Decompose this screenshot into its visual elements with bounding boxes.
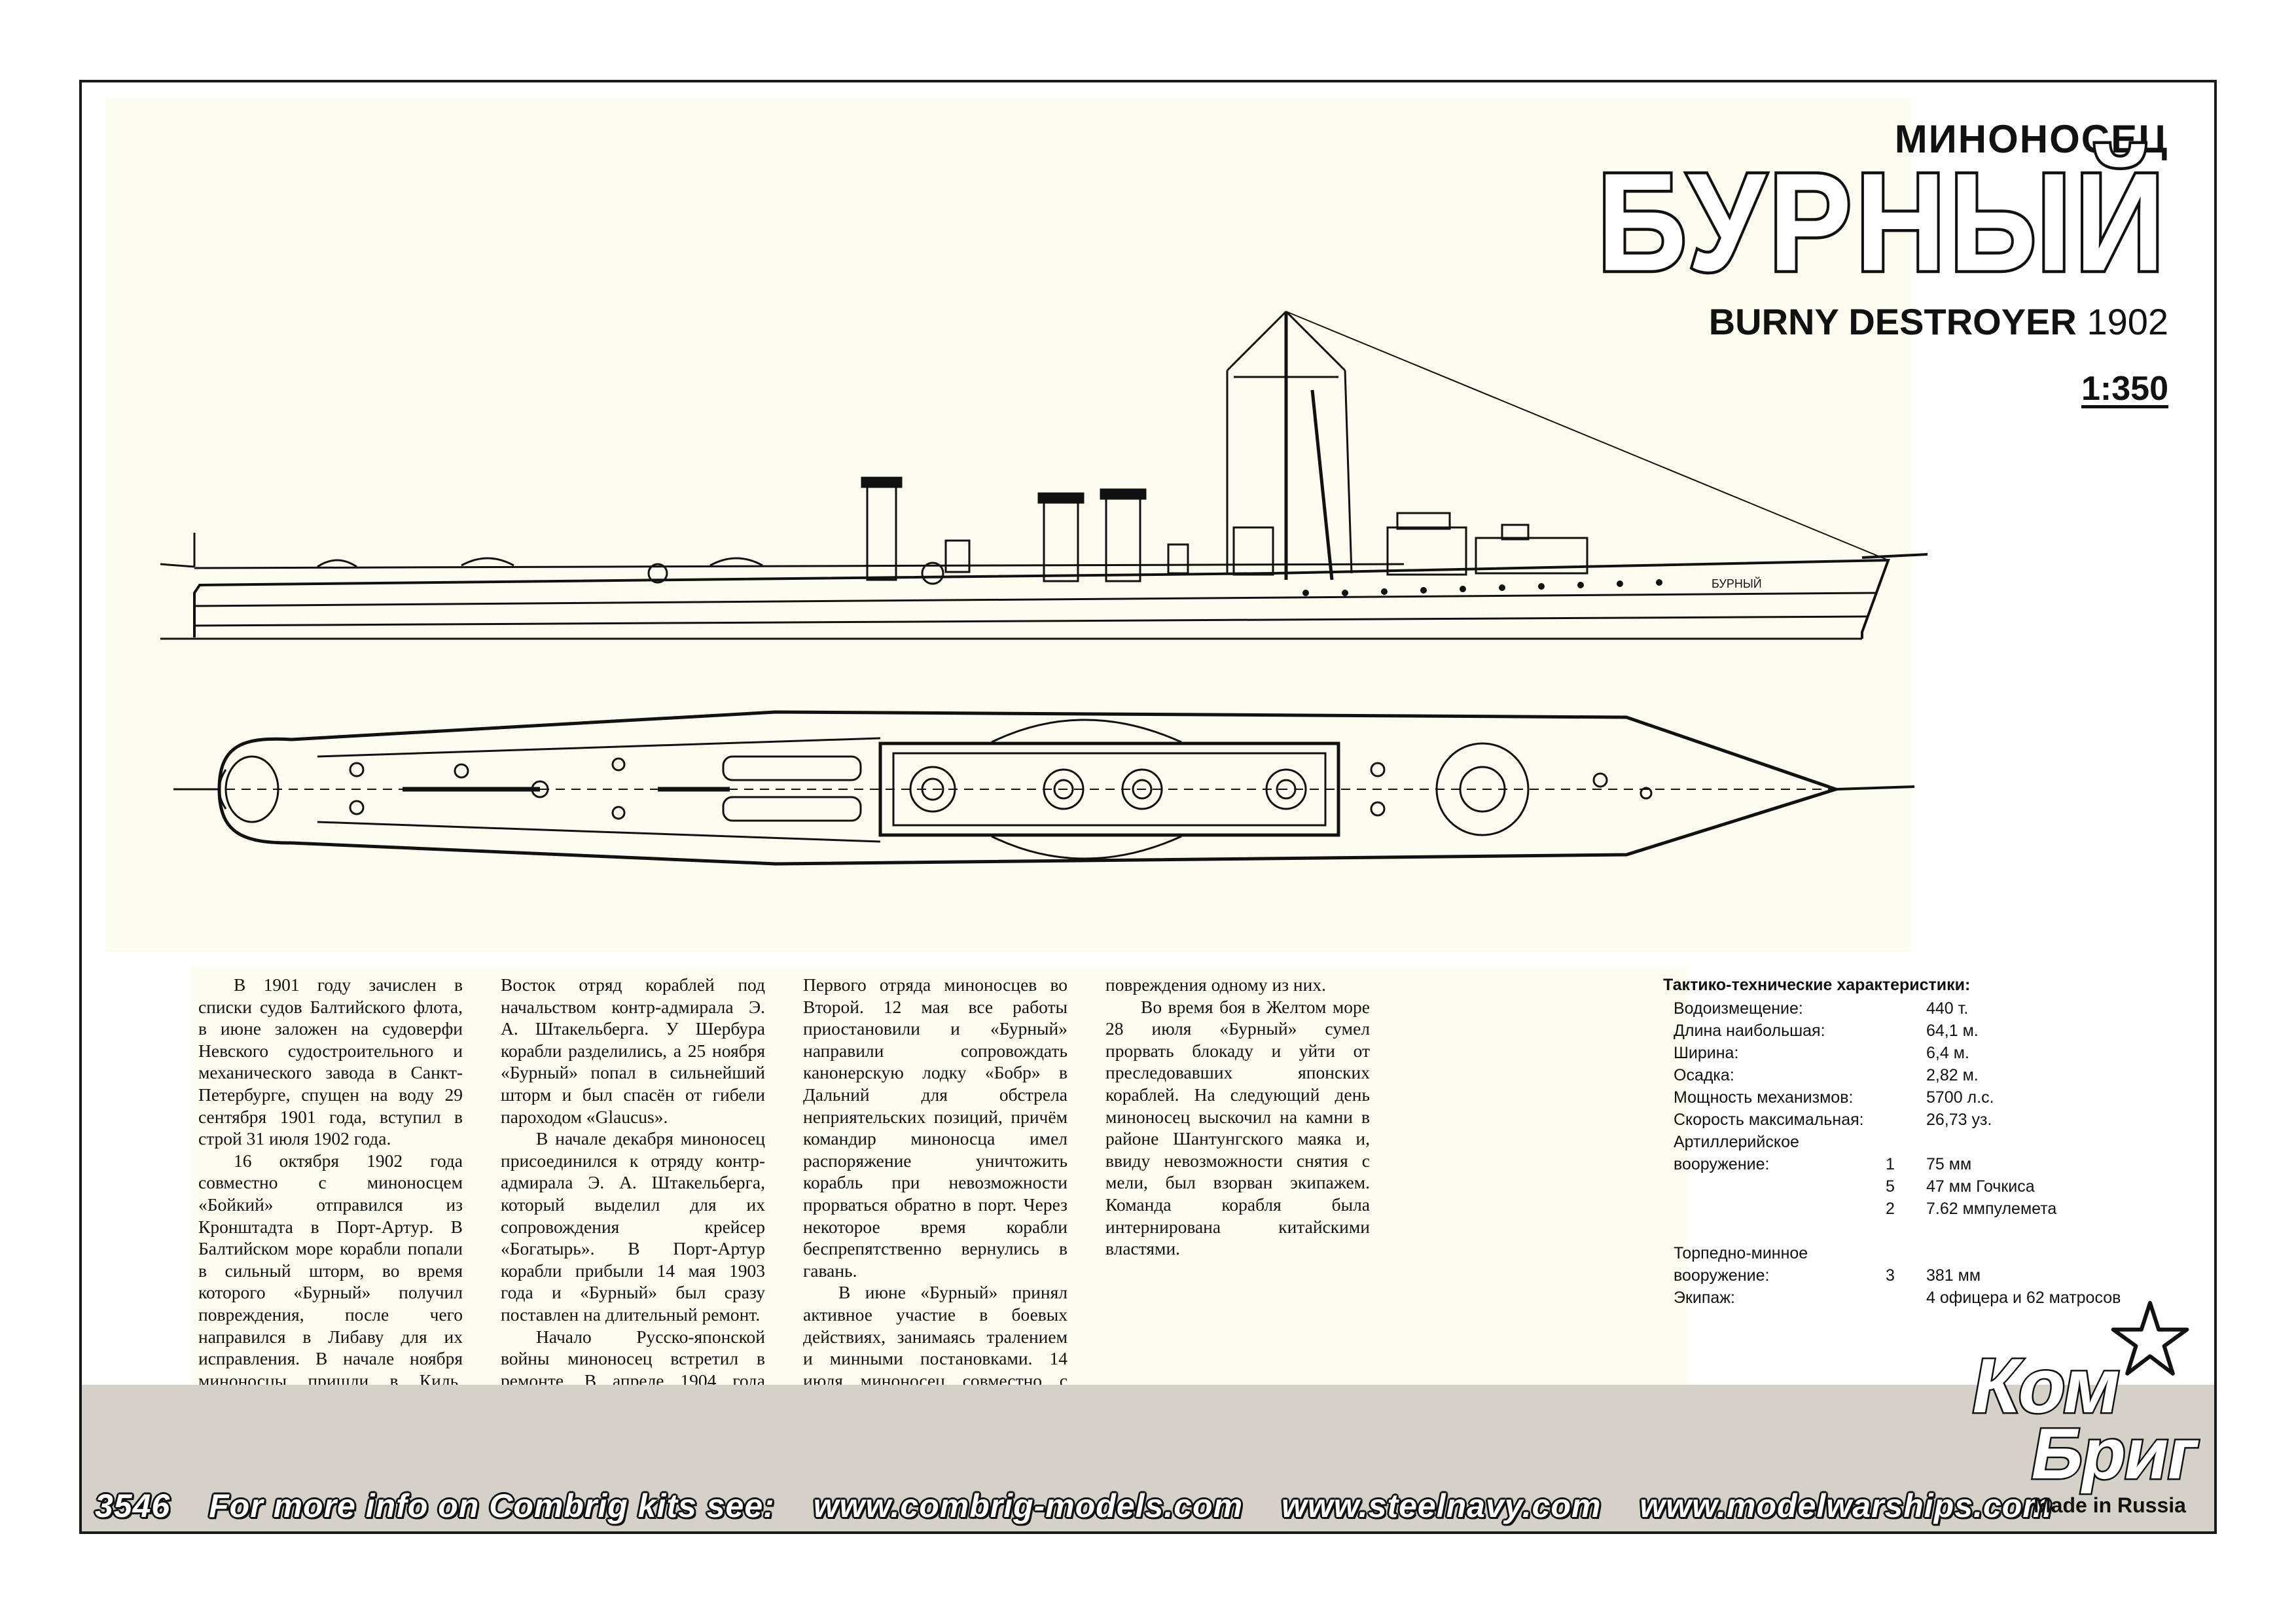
spec-label: Мощность механизмов: xyxy=(1674,1088,1854,1107)
spec-label: Скорость максимальная: xyxy=(1674,1111,1864,1129)
spec-num xyxy=(1886,1109,1926,1131)
star-icon xyxy=(2111,1300,2189,1376)
ship-subtitle: BURNY DESTROYER 1902 xyxy=(1671,300,2168,343)
paragraph: Первого отряда миноносцев во Второй. 12 … xyxy=(803,974,1067,1281)
spec-label xyxy=(1663,1220,1886,1242)
spec-val: 75 мм xyxy=(1926,1155,1972,1173)
spec-label: Артиллерийское xyxy=(1674,1133,1799,1151)
spec-row xyxy=(1663,1220,2214,1242)
ship-type: МИНОНОСЕЦ xyxy=(1894,117,2168,161)
text-column-2: Восток отряд кораблей под начальством ко… xyxy=(501,974,765,1419)
sheet-frame: МИНОНОСЕЦ БУРНЫЙ BURNY DESTROYER 1902 1:… xyxy=(79,80,2217,1534)
spec-row: Осадка: 2,82 м. xyxy=(1663,1064,2214,1086)
plan-view-drawing xyxy=(173,710,1915,866)
footer-info: For more info on Combrig kits see: xyxy=(209,1488,775,1524)
spec-val: 440 т. xyxy=(1926,999,1969,1018)
spec-val: 5700 л.с. xyxy=(1926,1088,1994,1107)
spec-row: Скорость максимальная: 26,73 уз. xyxy=(1663,1109,2214,1131)
spec-num xyxy=(1886,1042,1926,1064)
spec-val: 64,1 м. xyxy=(1926,1022,1979,1040)
text-column-1: В 1901 году зачислен в списки судов Балт… xyxy=(198,974,463,1435)
title-block: МИНОНОСЕЦ БУРНЫЙ BURNY DESTROYER 1902 1:… xyxy=(1594,109,2168,408)
spec-num xyxy=(1886,1064,1926,1086)
spec-num: 5 xyxy=(1886,1177,1895,1196)
side-profile-drawing: БУРНЫЙ xyxy=(160,310,1928,640)
spec-val xyxy=(1926,1220,2214,1242)
spec-label: Торпедно-минное xyxy=(1674,1244,1808,1262)
subtitle-year: 1902 xyxy=(2087,301,2168,342)
spec-val: 26,73 уз. xyxy=(1926,1111,1992,1129)
paragraph: повреждения одному из них. xyxy=(1105,974,1326,995)
paragraph: В начале декабря миноносец присоединился… xyxy=(501,1128,765,1325)
logo-line-2: Бриг xyxy=(2024,1412,2206,1496)
spec-label: вооружение: xyxy=(1674,1266,1770,1285)
scale-label: 1:350 xyxy=(2081,370,2168,408)
spec-val: 7.62 ммпулемета xyxy=(1926,1200,2057,1218)
spec-val: 47 мм Гочкиса xyxy=(1926,1177,2035,1196)
paragraph: Во время боя в Желтом море 28 июля «Бурн… xyxy=(1105,996,1370,1259)
footer-text: 3546 For more info on Combrig kits see: … xyxy=(95,1487,2081,1525)
spec-num xyxy=(1886,1131,1926,1153)
specs-title: Тактико-технические характеристики: xyxy=(1663,976,1971,994)
spec-row: Экипаж: 4 офицера и 62 матросов xyxy=(1663,1287,2214,1309)
paragraph: В 1901 году зачислен в списки судов Балт… xyxy=(198,974,463,1149)
spec-row: Торпедно-минное xyxy=(1663,1242,2214,1264)
text-column-4: повреждения одному из них. Во время боя … xyxy=(1105,974,1370,1419)
text-column-3: Первого отряда миноносцев во Второй. 12 … xyxy=(803,974,1067,1456)
made-in-label: Made in Russia xyxy=(2034,1493,2186,1517)
subtitle-text: BURNY DESTROYER xyxy=(1708,301,2077,342)
spec-num xyxy=(1886,1020,1926,1042)
spec-row: вооружение: 3 381 мм xyxy=(1663,1264,2214,1287)
spec-label: Ширина: xyxy=(1674,1044,1739,1062)
spec-label: Длина наибольшая: xyxy=(1674,1022,1825,1040)
text-area xyxy=(190,966,1689,1424)
spec-row: Водоизмещение: 440 т. xyxy=(1663,997,2214,1020)
spec-label: Водоизмещение: xyxy=(1674,999,1803,1018)
ship-name: БУРНЫЙ xyxy=(1594,145,2168,300)
spec-num: 2 xyxy=(1886,1200,1895,1218)
spec-num xyxy=(1886,1242,1926,1264)
spec-val: 4 офицера и 62 матросов xyxy=(1926,1289,2121,1307)
spec-row: Длина наибольшая: 64,1 м. xyxy=(1663,1020,2214,1042)
spec-val: 6,4 м. xyxy=(1926,1044,1969,1062)
combrig-logo: Ком Бриг Made in Russia xyxy=(1960,1300,2206,1529)
hull-name-label: БУРНЫЙ xyxy=(1712,577,1762,590)
spec-label xyxy=(1663,1175,1886,1198)
spec-row: Артиллерийское xyxy=(1663,1131,2214,1153)
specs-rows: Водоизмещение: 440 т.Длина наибольшая: 6… xyxy=(1663,997,2214,1309)
footer-link-combrig[interactable]: www.combrig-models.com xyxy=(813,1488,1244,1524)
spec-row: вооружение: 1 75 мм xyxy=(1663,1153,2214,1175)
spec-label: вооружение: xyxy=(1674,1155,1770,1173)
spec-val: 2,82 м. xyxy=(1926,1066,1979,1084)
footer-link-modelwarships[interactable]: www.modelwarships.com xyxy=(1640,1488,2053,1524)
footer-band xyxy=(82,1385,2214,1531)
history-text: В 1901 году зачислен в списки судов Балт… xyxy=(198,974,1370,1456)
spec-num xyxy=(1886,1287,1926,1309)
specs-table: Тактико-технические характеристики: Водо… xyxy=(1663,974,2214,1309)
spec-row: Мощность механизмов: 5700 л.с. xyxy=(1663,1086,2214,1109)
spec-num xyxy=(1886,1220,1926,1242)
spec-label xyxy=(1663,1198,1886,1220)
spec-row: Ширина: 6,4 м. xyxy=(1663,1042,2214,1064)
spec-val: 381 мм xyxy=(1926,1266,1981,1285)
spec-row: 2 7.62 ммпулемета xyxy=(1663,1198,2214,1220)
spec-val xyxy=(1926,1131,2214,1153)
kit-number: 3546 xyxy=(95,1488,171,1524)
spec-row: 5 47 мм Гочкиса xyxy=(1663,1175,2214,1198)
spec-num xyxy=(1886,997,1926,1020)
spec-num: 1 xyxy=(1886,1155,1895,1173)
spec-num: 3 xyxy=(1886,1266,1895,1285)
spec-label: Осадка: xyxy=(1674,1066,1734,1084)
footer-link-steelnavy[interactable]: www.steelnavy.com xyxy=(1281,1488,1602,1524)
spec-num xyxy=(1886,1086,1926,1109)
drawing-area xyxy=(105,98,1912,952)
spec-val xyxy=(1926,1242,2214,1264)
spec-label: Экипаж: xyxy=(1674,1289,1735,1307)
paragraph: Восток отряд кораблей под начальством ко… xyxy=(501,974,765,1127)
